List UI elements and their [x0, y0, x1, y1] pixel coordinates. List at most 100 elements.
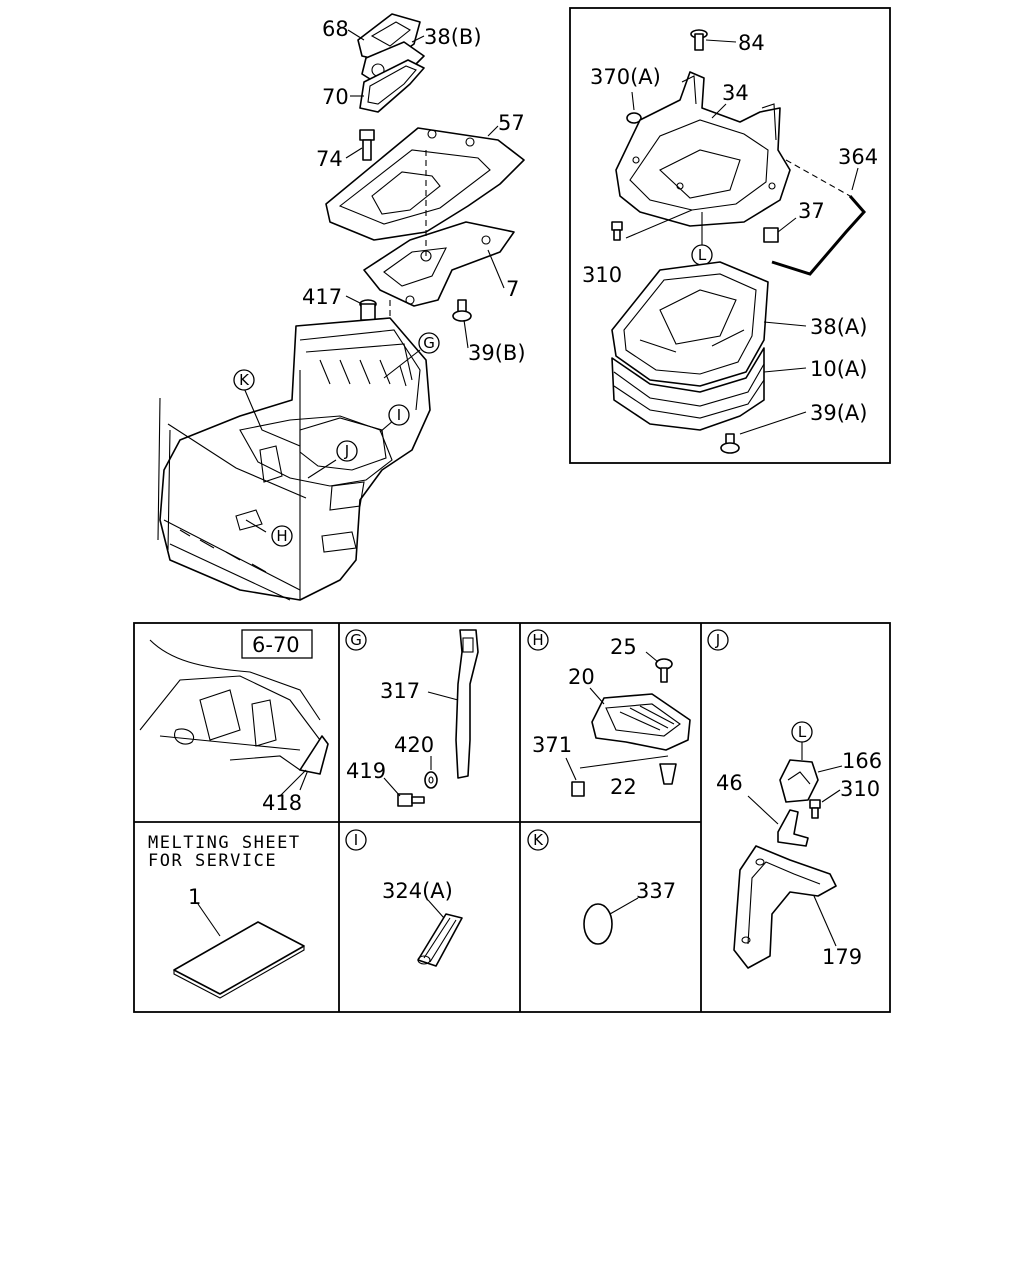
callout-20: 20	[568, 665, 595, 689]
callout-6-70: 6-70	[252, 633, 300, 657]
part-57-panel	[325, 127, 525, 241]
callout-10a: 10(A)	[810, 357, 867, 381]
detail-cell-floor-418: 6-70 418	[139, 629, 329, 815]
ref-circle-j-detail: J	[707, 629, 729, 651]
part-370a-plug	[626, 112, 642, 124]
part-22-clip	[659, 763, 677, 785]
ref-circle-g-detail: G	[345, 629, 367, 651]
main-exploded-view	[157, 13, 525, 601]
detail-cell-i: I 324(A)	[345, 829, 463, 967]
ref-circle-l-inset: L	[691, 244, 713, 266]
part-310-screw-detail	[809, 799, 821, 819]
callout-22: 22	[610, 775, 637, 799]
callout-417: 417	[302, 285, 342, 309]
callout-364: 364	[838, 145, 878, 169]
part-419-bolt	[397, 793, 425, 807]
callout-418: 418	[262, 791, 302, 815]
callout-179: 179	[822, 945, 862, 969]
svg-text:G: G	[423, 334, 435, 352]
callout-310-j: 310	[840, 777, 880, 801]
part-70-seal	[359, 59, 425, 113]
callout-37: 37	[798, 199, 825, 223]
part-317-strap	[455, 629, 479, 779]
part-418-pad	[299, 735, 329, 775]
callout-68: 68	[322, 17, 349, 41]
callout-166: 166	[842, 749, 882, 773]
callout-371: 371	[532, 733, 572, 757]
detail-cell-melting-sheet: MELTING SHEET FOR SERVICE 1	[148, 833, 305, 999]
callout-420: 420	[394, 733, 434, 757]
main-view-refs: G K I J H	[233, 332, 440, 547]
svg-text:I: I	[397, 406, 401, 424]
detail-cell-g: G 317 420 419	[345, 629, 479, 807]
svg-text:L: L	[698, 246, 707, 264]
part-324a-clip	[417, 913, 463, 967]
ref-circle-h-detail: H	[527, 629, 549, 651]
callout-74: 74	[316, 147, 343, 171]
melting-sheet-note-line1: MELTING SHEET	[148, 833, 301, 853]
callout-38b: 38(B)	[424, 25, 482, 49]
part-337-plug	[583, 903, 613, 945]
callout-70: 70	[322, 85, 349, 109]
part-420-washer	[424, 771, 438, 789]
svg-text:H: H	[532, 631, 543, 649]
part-74-bolt	[359, 129, 375, 161]
svg-text:J: J	[344, 442, 349, 460]
part-371-nut	[571, 781, 585, 797]
part-310-screw	[611, 221, 623, 241]
svg-text:J: J	[715, 631, 720, 649]
part-417-grommet	[359, 299, 377, 321]
ref-circle-h: H	[271, 525, 293, 547]
part-39a-clip	[720, 433, 740, 454]
svg-text:K: K	[533, 831, 544, 849]
detail-grid	[133, 622, 891, 1013]
callout-84: 84	[738, 31, 765, 55]
callout-39a: 39(A)	[810, 401, 867, 425]
callout-324a: 324(A)	[382, 879, 453, 903]
part-1-sheet	[173, 921, 305, 995]
main-view-labels: 68 38(B) 70 74 57 7 417 39(B)	[302, 17, 526, 365]
inset-tray-assembly: L 84 370(A) 34 364 37 310 38(A	[569, 7, 891, 464]
callout-370a: 370(A)	[590, 65, 661, 89]
ref-circle-j: J	[336, 440, 358, 462]
callout-337: 337	[636, 879, 676, 903]
ref-circle-i: I	[388, 404, 410, 426]
part-166-bracket	[779, 759, 819, 803]
callout-1: 1	[188, 885, 201, 909]
part-38a-liner	[611, 261, 769, 387]
svg-text:L: L	[798, 723, 807, 741]
callout-310-inset: 310	[582, 263, 622, 287]
ref-circle-i-detail: I	[345, 829, 367, 851]
svg-text:G: G	[350, 631, 362, 649]
callout-7: 7	[506, 277, 519, 301]
callout-46: 46	[716, 771, 743, 795]
ref-circle-k-detail: K	[527, 829, 549, 851]
detail-cell-h: H 25 20 371 22	[527, 629, 691, 799]
melting-sheet-note-line2: FOR SERVICE	[148, 851, 277, 871]
callout-39b: 39(B)	[468, 341, 526, 365]
svg-text:K: K	[239, 371, 250, 389]
detail-cell-j: J L 166 310 46 179	[707, 629, 882, 969]
callout-25: 25	[610, 635, 637, 659]
callout-38a: 38(A)	[810, 315, 867, 339]
part-34-bracket	[615, 71, 791, 227]
part-84-bolt	[690, 29, 708, 51]
svg-text:H: H	[276, 527, 287, 545]
svg-text:I: I	[354, 831, 358, 849]
vehicle-floor-body	[157, 317, 431, 601]
detail-cell-k: K 337	[527, 829, 676, 945]
part-179-bracket	[733, 845, 837, 969]
part-37-nut	[763, 227, 779, 243]
callout-57: 57	[498, 111, 525, 135]
callout-34: 34	[722, 81, 749, 105]
callout-317: 317	[380, 679, 420, 703]
part-364-cable	[771, 195, 867, 276]
part-46-bracket	[777, 809, 809, 847]
callout-419: 419	[346, 759, 386, 783]
ref-circle-k: K	[233, 369, 255, 391]
part-39b-clip	[452, 299, 472, 322]
ref-circle-g: G	[418, 332, 440, 354]
part-25-screw	[655, 658, 673, 683]
ref-circle-l-detail: L	[791, 721, 813, 743]
